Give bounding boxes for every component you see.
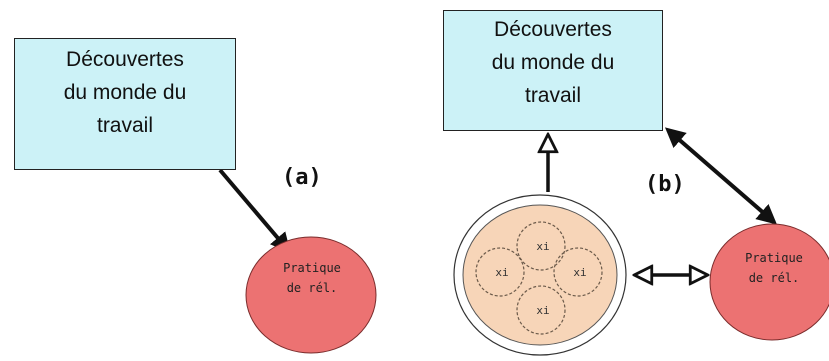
box-a-line: travail [96, 114, 154, 137]
circle-b-shape [709, 223, 829, 341]
circle-b-line: Pratique [745, 251, 803, 265]
small-circle-label: xi [573, 266, 586, 279]
small-circles: xi xi xi xi [475, 221, 603, 335]
box-a: Découvertes du monde du travail [14, 38, 236, 170]
circle-a-line: de rél. [286, 281, 338, 295]
small-circle-label: xi [495, 266, 508, 279]
box-b-line: Découvertes [494, 18, 612, 41]
inner-disc [462, 204, 618, 346]
circle-b-text: Pratique de rél. [712, 248, 829, 288]
circle-a-shape [245, 236, 377, 354]
small-circle [475, 247, 525, 297]
box-b-line: travail [524, 84, 582, 107]
circle-b-line: de rél. [748, 271, 800, 285]
arrow-diagonal [664, 127, 778, 225]
box-b-line: du monde du [491, 51, 615, 74]
small-circle-label: xi [536, 304, 549, 317]
box-a-line: du monde du [63, 81, 187, 104]
small-circle [516, 285, 566, 335]
small-circle-label: xi [536, 240, 549, 253]
label-b: (b) [645, 172, 685, 197]
small-circle [553, 247, 603, 297]
arrow-a [218, 168, 291, 254]
circle-a-line: Pratique [283, 261, 341, 275]
box-a-line: Découvertes [66, 48, 184, 71]
label-a: (a) [282, 165, 322, 190]
box-b: Découvertes du monde du travail [443, 10, 663, 131]
small-circle [516, 221, 566, 271]
circle-a-text: Pratique de rél. [250, 258, 374, 298]
